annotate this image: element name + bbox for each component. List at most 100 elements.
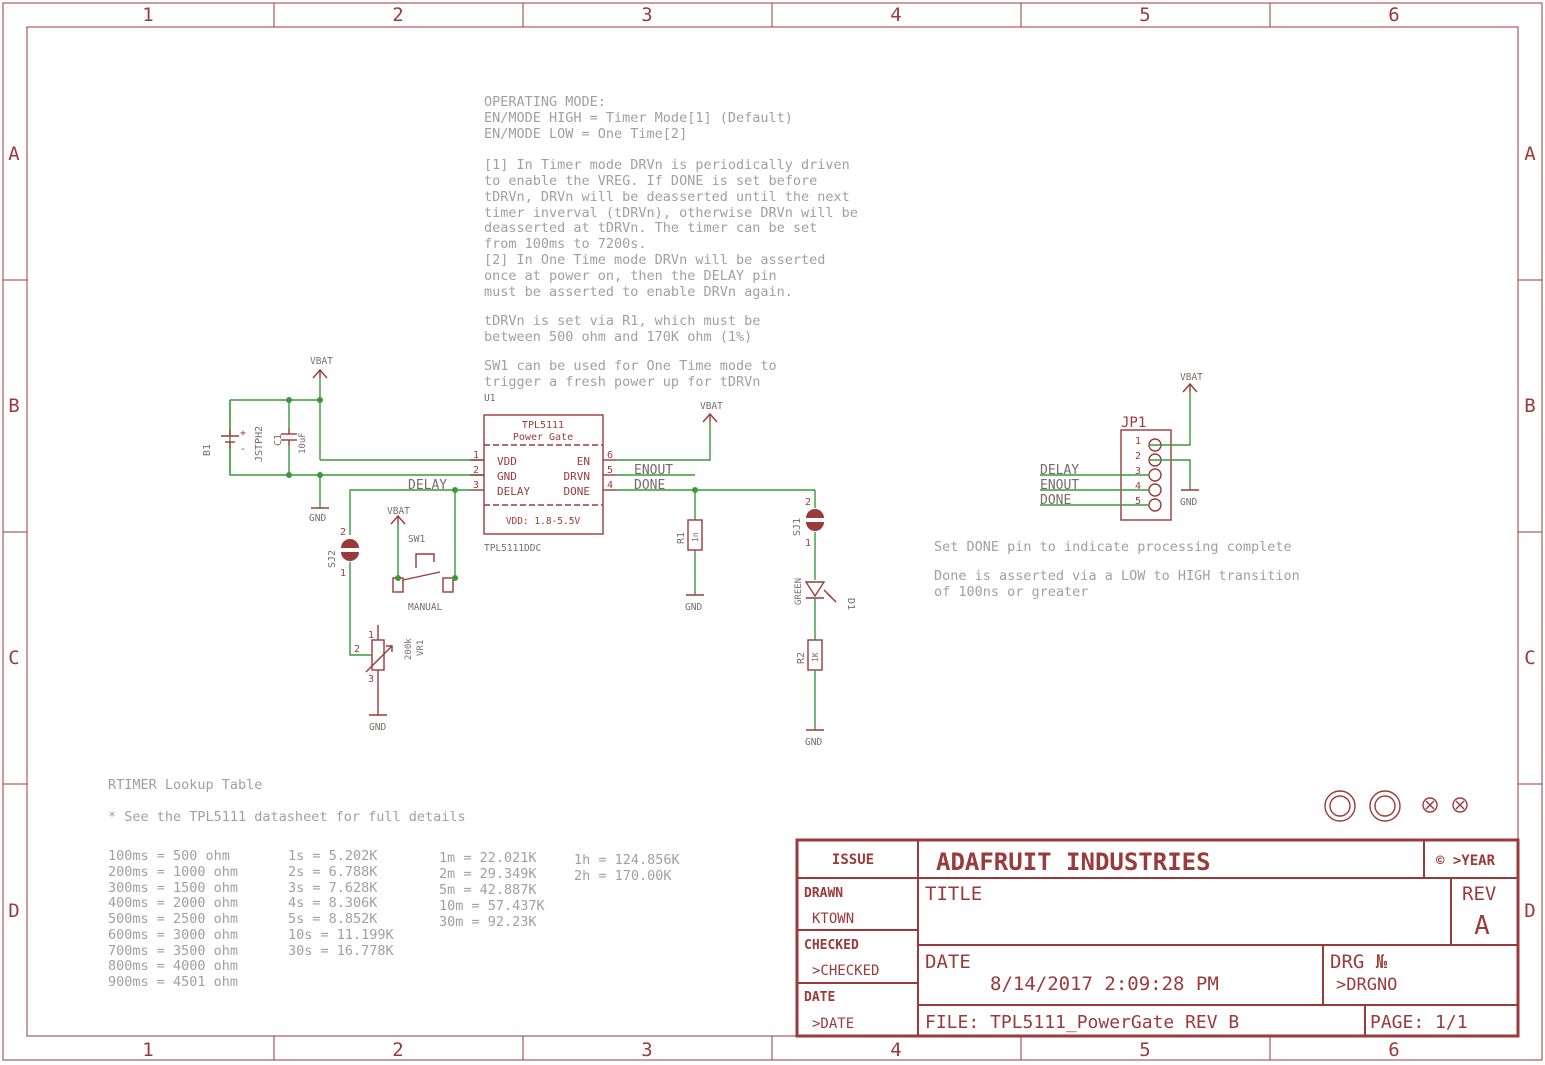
- tb-rev-label: REV: [1462, 883, 1496, 905]
- lookup-cell: 5m = 42.887K: [439, 882, 537, 898]
- row-label-right: B: [1524, 395, 1535, 417]
- lookup-cell: 5s = 8.852K: [288, 911, 378, 927]
- u1-pin-drvn: DRVN: [564, 470, 591, 483]
- net-label-done: DONE: [634, 478, 665, 493]
- fiducial-icon: [1422, 797, 1438, 813]
- lookup-cell: 1h = 124.856K: [574, 852, 681, 868]
- sj1-pin: 1: [805, 538, 811, 549]
- note-line: [1] In Timer mode DRVn is periodically d…: [484, 157, 850, 173]
- tb-company: ADAFRUIT INDUSTRIES: [936, 848, 1211, 876]
- b1-ref: B1: [202, 444, 213, 456]
- u1-pin-vdd: VDD: [497, 455, 517, 468]
- vr1-pin: 2: [354, 644, 360, 655]
- tb-date-value: >DATE: [812, 1016, 854, 1032]
- tb-title-label: TITLE: [925, 883, 982, 905]
- net-label-gnd: GND: [685, 602, 702, 613]
- lookup-cell: 100ms = 500 ohm: [108, 848, 230, 864]
- mounting-hole-icon: [1369, 790, 1401, 822]
- u1-pin-en: EN: [577, 455, 590, 468]
- d1-value: GREEN: [794, 578, 804, 605]
- lookup-subtitle: * See the TPL5111 datasheet for full det…: [108, 809, 466, 825]
- sj1-pin: 2: [805, 497, 811, 508]
- col-label-bottom: 2: [392, 1039, 403, 1061]
- jp1-pin: 4: [1135, 481, 1141, 492]
- note-line: Set DONE pin to indicate processing comp…: [934, 539, 1292, 555]
- rtimer-lookup-table: RTIMER Lookup Table * See the TPL5111 da…: [108, 777, 681, 990]
- delay-section: DELAY SJ2 2 1 1 2 3 200k VR1 GND VBAT SW…: [327, 478, 470, 733]
- tb-file: FILE: TPL5111_PowerGate REV B: [925, 1012, 1239, 1033]
- jp1-pin: 3: [1135, 466, 1141, 477]
- note-line: OPERATING MODE:: [484, 94, 606, 110]
- jp1-pin: 1: [1135, 436, 1141, 447]
- lookup-cell: 700ms = 3500 ohm: [108, 943, 238, 959]
- vbat-arrow-icon: [1182, 382, 1198, 393]
- col-label-top: 3: [641, 4, 652, 26]
- u1-name: TPL5111: [522, 420, 564, 431]
- note-line: timer inverval (tDRVn), otherwise DRVn w…: [484, 205, 858, 221]
- net-label-vbat: VBAT: [387, 506, 410, 517]
- r1-value: 1n: [691, 532, 700, 542]
- led-icon: [804, 581, 837, 603]
- sj2-ref: SJ2: [327, 550, 338, 568]
- note-line: SW1 can be used for One Time mode to: [484, 358, 777, 374]
- net-label-delay: DELAY: [408, 478, 447, 493]
- lookup-cell: 300ms = 1500 ohm: [108, 880, 238, 896]
- r2-ref: R2: [796, 652, 807, 664]
- row-label-right: D: [1524, 900, 1535, 922]
- battery-capacitor-section: + - B1 JSTPH2 C1 10uF VBAT GND: [202, 356, 484, 524]
- net-label-gnd: GND: [309, 513, 326, 524]
- note-line: must be asserted to enable DRVn again.: [484, 284, 793, 300]
- row-label-left: C: [8, 647, 19, 669]
- jp1-pin: 2: [1135, 451, 1141, 462]
- lookup-cell: 500ms = 2500 ohm: [108, 911, 238, 927]
- col-label-top: 6: [1388, 4, 1399, 26]
- b1-minus: -: [240, 444, 246, 455]
- tb-rev-value: A: [1474, 911, 1490, 941]
- sj2-pin: 2: [340, 527, 346, 538]
- col-label-bottom: 4: [890, 1039, 901, 1061]
- r1-ref: R1: [676, 532, 687, 544]
- lookup-cell: 2h = 170.00K: [574, 868, 672, 884]
- sj1-ref: SJ1: [792, 518, 803, 536]
- u1-subtitle: Power Gate: [513, 432, 573, 443]
- jp1-label-done: DONE: [1040, 493, 1071, 508]
- u1-package: TPL5111DDC: [484, 543, 541, 554]
- resistor-icon: [687, 519, 703, 551]
- u1-pin-num: 2: [473, 465, 479, 476]
- tb-year: © >YEAR: [1436, 853, 1496, 869]
- lookup-title: RTIMER Lookup Table: [108, 777, 262, 793]
- vbat-arrow-icon: [702, 412, 718, 423]
- u1-pin-delay: DELAY: [497, 485, 530, 498]
- tb-drawn-label: DRAWN: [804, 886, 843, 901]
- lookup-cell: 10s = 11.199K: [288, 927, 395, 943]
- tb-date-field-value: 8/14/2017 2:09:28 PM: [990, 973, 1219, 995]
- frame-labels: 1 2 3 4 5 6 1 2 3 4 5 6 A B C D A B C D: [8, 4, 1536, 1061]
- note-line: tDRVn, DRVn will be deasserted until the…: [484, 189, 850, 205]
- tb-issue: ISSUE: [832, 852, 874, 868]
- note-line: trigger a fresh power up for tDRVn: [484, 374, 760, 390]
- solder-jumper-icon: [806, 509, 824, 531]
- lookup-cell: 30s = 16.778K: [288, 943, 395, 959]
- solder-jumper-icon: [341, 539, 359, 561]
- lookup-cell: 2m = 29.349K: [439, 866, 537, 882]
- note-line: tDRVn is set via R1, which must be: [484, 313, 760, 329]
- lookup-cell: 1s = 5.202K: [288, 848, 378, 864]
- lookup-cell: 30m = 92.23K: [439, 914, 537, 930]
- u1-pin-num: 6: [607, 450, 613, 461]
- lookup-cell: 10m = 57.437K: [439, 898, 546, 914]
- u1-ref: U1: [484, 393, 496, 404]
- tb-date-field-label: DATE: [925, 951, 971, 973]
- col-label-bottom: 3: [641, 1039, 652, 1061]
- jp1-header: JP1 1 2 3 4 5 VBAT GND DELAY ENOUT DONE: [1040, 372, 1203, 521]
- col-label-bottom: 6: [1388, 1039, 1399, 1061]
- jp1-label-delay: DELAY: [1040, 463, 1079, 478]
- net-label-gnd: GND: [1180, 497, 1197, 508]
- pushbutton-icon: [392, 553, 454, 593]
- vr1-ref: VR1: [416, 640, 426, 656]
- u1-pin-num: 1: [473, 450, 479, 461]
- u1-pin-num: 3: [473, 480, 479, 491]
- lookup-cell: 800ms = 4000 ohm: [108, 958, 238, 974]
- col-label-top: 2: [392, 4, 403, 26]
- net-label-gnd: GND: [805, 737, 822, 748]
